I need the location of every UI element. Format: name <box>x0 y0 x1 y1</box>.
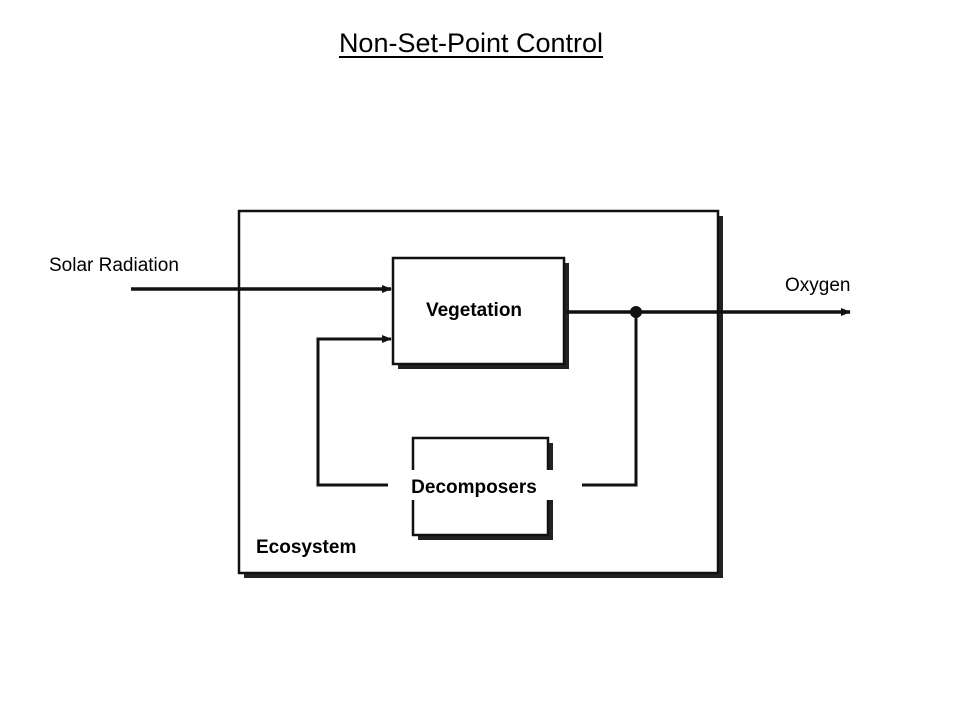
feedback-to-decomposers <box>580 312 638 487</box>
decomposers-label: Decomposers <box>411 477 537 498</box>
solar-radiation-label: Solar Radiation <box>49 255 179 276</box>
diagram-title: Non-Set-Point Control <box>338 28 604 58</box>
vegetation-label: Vegetation <box>426 300 522 321</box>
feedback-to-vegetation-arrow <box>316 335 392 487</box>
ecosystem-label: Ecosystem <box>256 537 356 558</box>
oxygen-label: Oxygen <box>785 275 850 296</box>
vegetation-box <box>391 256 569 369</box>
